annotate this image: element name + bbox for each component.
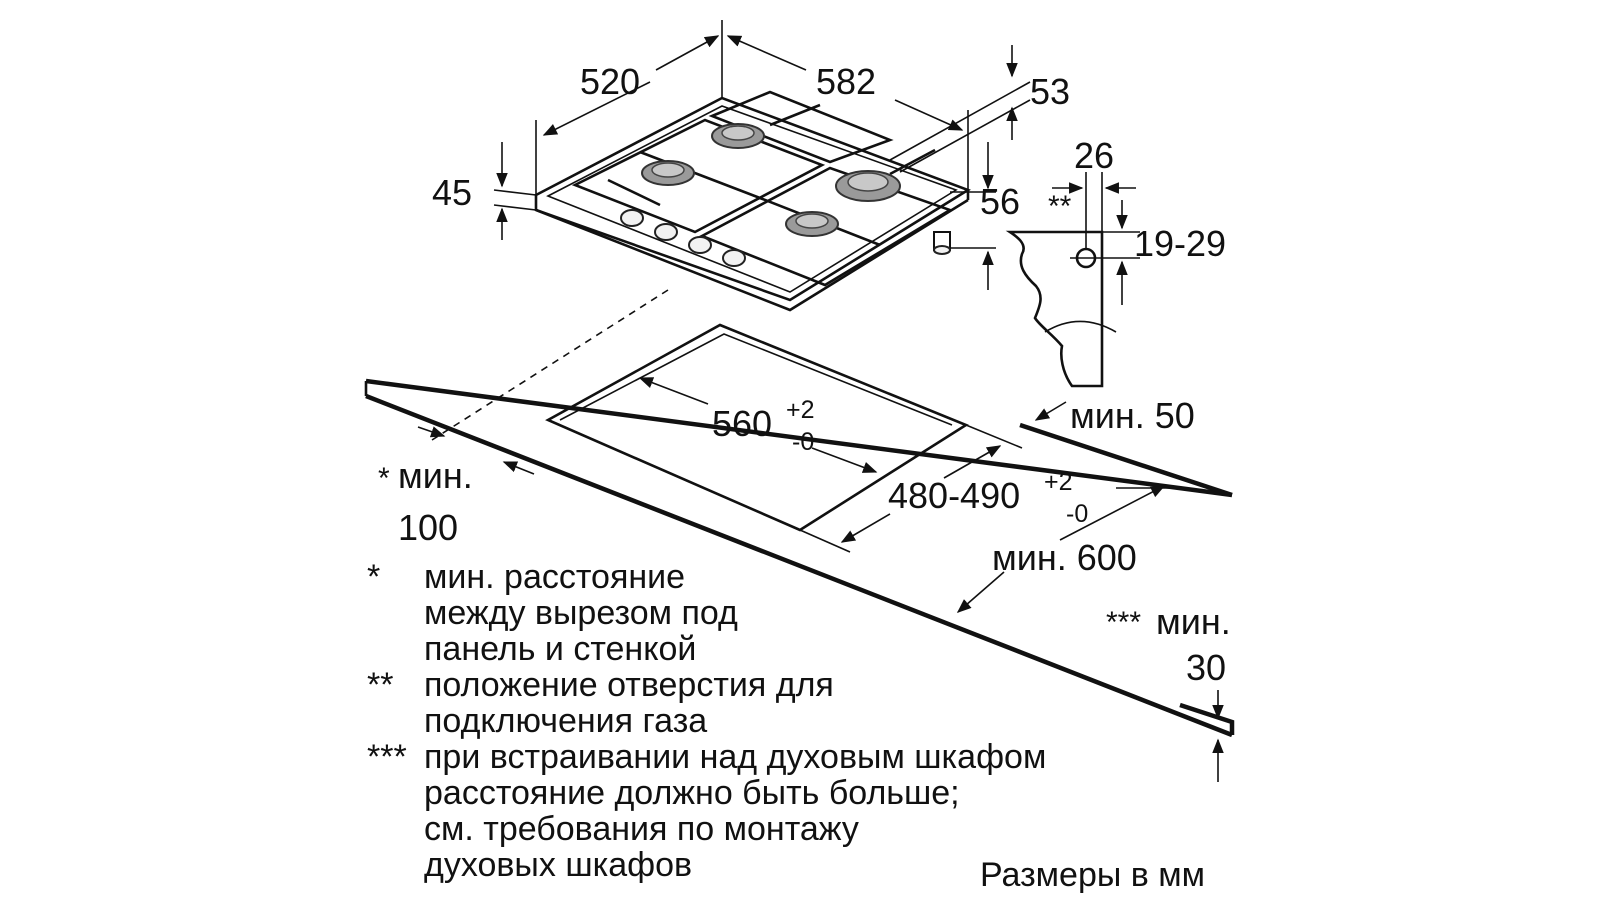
dimension-depth-520: 520 — [535, 20, 723, 195]
gas-inlet-footnote-mark: ** — [1048, 190, 1072, 223]
dim-leg-label: 56 — [980, 181, 1020, 222]
dim-cutout-depth-tol-minus: -0 — [1066, 500, 1088, 528]
footnote-oven: *** при встраивании над духовым шкафом р… — [367, 740, 1187, 886]
dim-cutout-depth-label: 480-490 — [888, 475, 1020, 516]
footnote-line: духовых шкафов — [424, 846, 693, 884]
footnote-mark: ** — [367, 666, 394, 704]
dim-height-label: 45 — [432, 172, 472, 213]
footnote-line: между вырезом под — [424, 594, 738, 632]
worktop-cutout — [431, 289, 969, 532]
footnote-line: мин. расстояние — [424, 558, 686, 596]
dim-min-worktop-label: мин. 600 — [992, 537, 1137, 578]
dimension-cutout-width: 560 +2 -0 — [638, 377, 878, 473]
burner-front-left — [641, 160, 695, 186]
dim-min-oven-mark: *** — [1106, 606, 1141, 639]
dimension-min-oven: *** мин. 30 — [1106, 601, 1231, 782]
footnote-min-distance: * мин. расстояние между вырезом под пане… — [367, 560, 1187, 670]
dim-gas-offset-label: 26 — [1074, 135, 1114, 176]
gas-connector — [933, 231, 951, 255]
gas-hob — [534, 90, 971, 312]
footnote-line: панель и стенкой — [424, 630, 697, 668]
dim-cutout-depth-tol-plus: +2 — [1044, 468, 1073, 496]
dimension-min-side: * мин. 100 — [378, 426, 535, 548]
dimension-height-45: 45 — [432, 142, 537, 240]
gas-inlet-detail: 26 ** 19-29 — [1005, 135, 1226, 388]
burner-front-right — [785, 211, 839, 237]
dimension-min-rear: мин. 50 — [1034, 395, 1195, 436]
dimension-cutout-depth: 480-490 +2 -0 — [799, 424, 1088, 553]
footnotes-legend: * мин. расстояние между вырезом под пане… — [367, 560, 1187, 890]
burner-rear-left — [711, 123, 765, 149]
footnote-line: подключения газа — [424, 702, 708, 740]
footnote-line: см. требования по монтажу — [424, 810, 859, 848]
dim-min-rear-label: мин. 50 — [1070, 395, 1195, 436]
footnote-line: расстояние должно быть больше; — [424, 774, 960, 812]
dim-cutout-width-tol-minus: -0 — [792, 428, 814, 456]
dimension-min-worktop: мин. 600 — [956, 485, 1174, 613]
footnote-mark: * — [367, 558, 381, 596]
units-note: Размеры в мм — [980, 856, 1206, 894]
dim-cutout-width-tol-plus: +2 — [786, 396, 815, 424]
control-knobs — [620, 209, 746, 267]
pan-supports — [571, 90, 954, 287]
footnote-gas-inlet: ** положение отверстия для подключения г… — [367, 668, 1187, 742]
dim-gas-height-label: 19-29 — [1134, 223, 1226, 264]
dim-depth-label: 520 — [580, 61, 640, 102]
dim-cutout-width-label: 560 — [712, 403, 772, 444]
dim-min-oven-value: 30 — [1186, 647, 1226, 688]
dimension-width-582: 582 — [726, 35, 969, 190]
footnote-line: при встраивании над духовым шкафом — [424, 738, 1047, 776]
burner-rear-right — [835, 170, 901, 202]
dim-min-oven-word: мин. — [1156, 601, 1231, 642]
dim-rear-offset-label: 53 — [1030, 71, 1070, 112]
dim-min-side-mark: * — [378, 462, 390, 495]
dim-width-label: 582 — [816, 61, 876, 102]
footnote-line: положение отверстия для — [424, 666, 834, 704]
dimension-leg-56: 56 — [950, 142, 1020, 290]
dim-min-side-value: 100 — [398, 507, 458, 548]
worktop — [364, 378, 1235, 738]
dim-min-side-word: мин. — [398, 455, 473, 496]
footnote-mark: *** — [367, 738, 407, 776]
dimension-rear-offset-53: 53 — [889, 45, 1070, 173]
